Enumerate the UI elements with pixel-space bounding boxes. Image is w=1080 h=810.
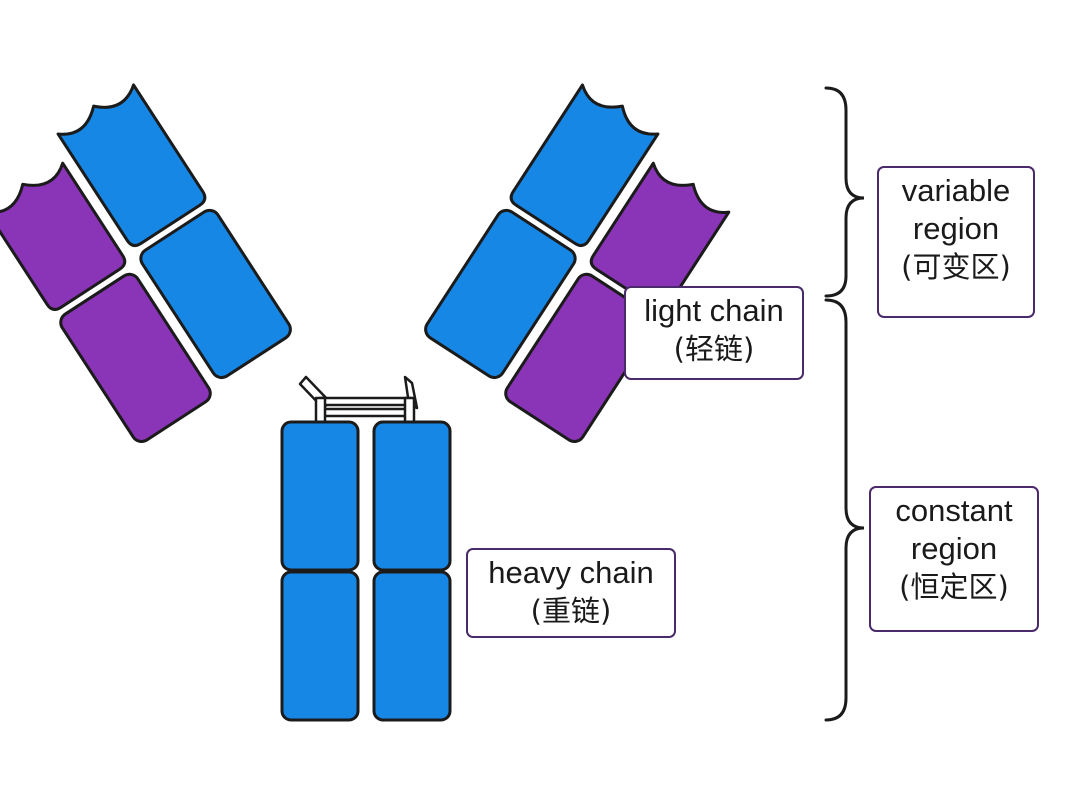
right-heavy-chain-ch2-domain	[372, 420, 452, 572]
variable-region-label: variable region (可变区)	[877, 166, 1035, 318]
light-chain-label: light chain (轻链)	[624, 286, 804, 380]
disulfide-bridge-lower	[318, 407, 413, 418]
variable-region-brace	[824, 86, 865, 298]
variable-region-label-line2: region	[912, 211, 1000, 246]
right-light-chain-constant-domain	[504, 272, 657, 443]
left-heavy-chain-variable-domain	[56, 83, 207, 248]
right-arm	[424, 83, 731, 443]
right-heavy-chain-ch1-domain	[424, 208, 577, 380]
left-arm	[0, 83, 292, 443]
variable-region-label-chinese: (可变区)	[901, 250, 1011, 284]
light-chain-label-english: light chain	[644, 293, 784, 328]
left-light-chain-constant-domain	[59, 272, 212, 443]
constant-region-label-chinese: (恒定区)	[899, 570, 1009, 604]
constant-region-label-line1: constant	[895, 493, 1013, 528]
left-hinge-stem	[314, 396, 327, 424]
left-heavy-chain-ch1-domain	[139, 208, 292, 380]
variable-region-label-line1: variable	[901, 173, 1011, 208]
constant-region-label-line2: region	[910, 531, 998, 566]
heavy-chain-label-chinese: (重链)	[530, 594, 612, 628]
hinge-region	[298, 375, 419, 424]
constant-region-brace	[824, 298, 865, 722]
heavy-chain-label: heavy chain (重链)	[466, 548, 676, 638]
right-heavy-chain-variable-domain	[509, 83, 660, 248]
right-hinge-stem	[403, 396, 416, 424]
right-heavy-chain-ch3-domain	[372, 570, 452, 722]
light-chain-label-chinese: (轻链)	[673, 332, 755, 366]
fc-stem	[280, 420, 452, 722]
left-light-chain-variable-domain	[0, 161, 127, 311]
left-heavy-chain-ch3-domain	[280, 570, 360, 722]
disulfide-bridge-upper	[318, 396, 413, 407]
left-heavy-chain-ch2-domain	[280, 420, 360, 572]
constant-region-label: constant region (恒定区)	[869, 486, 1039, 632]
heavy-chain-label-english: heavy chain	[488, 555, 654, 590]
